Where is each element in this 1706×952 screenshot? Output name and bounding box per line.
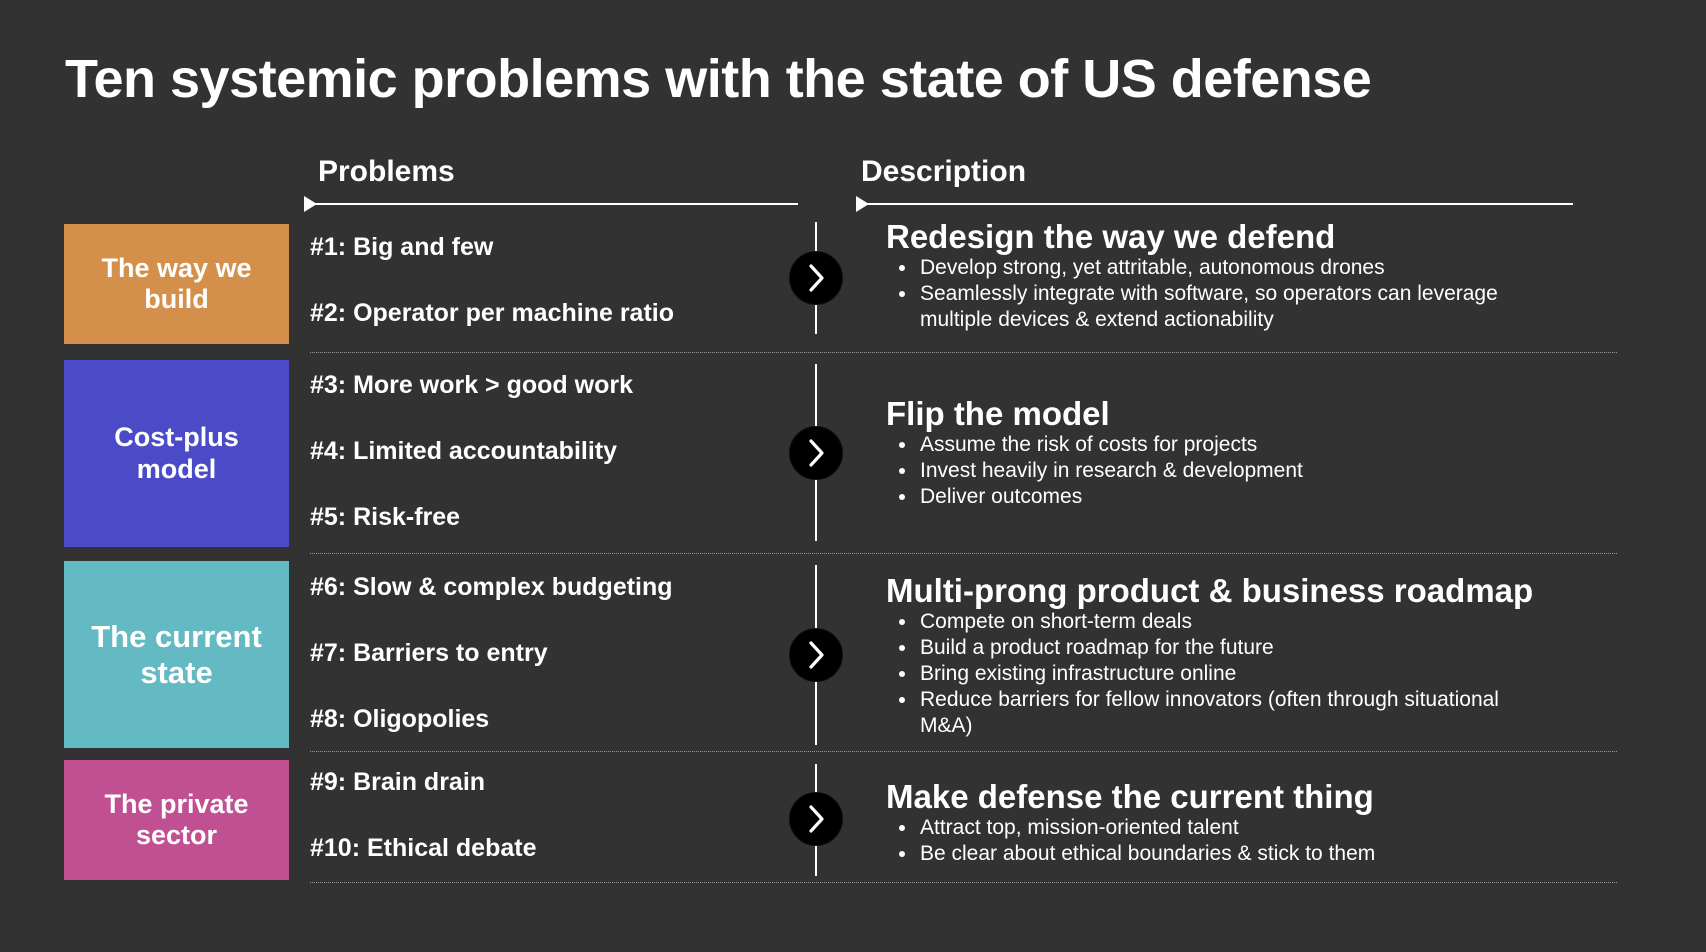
bullet-item: Be clear about ethical boundaries & stic… (918, 841, 1538, 867)
bullet-item: Compete on short-term deals (918, 609, 1518, 635)
problem-10: #10: Ethical debate (310, 834, 537, 862)
bullet-item: Develop strong, yet attritable, autonomo… (918, 255, 1518, 281)
description-column-header: Description (861, 155, 1027, 188)
group-divider (310, 882, 1617, 883)
problem-9: #9: Brain drain (310, 768, 486, 796)
chevron-right-icon (809, 264, 824, 292)
bullet-item: Bring existing infrastructure online (918, 661, 1518, 687)
category-cost-plus-model: Cost-plus model (64, 360, 289, 547)
group-divider (310, 751, 1617, 752)
problem-1: #1: Big and few (310, 233, 494, 261)
category-current-state: The current state (64, 561, 289, 748)
description-column-rule (856, 196, 1573, 212)
problem-6: #6: Slow & complex budgeting (310, 573, 673, 601)
bullet-item: Deliver outcomes (918, 484, 1518, 510)
desc-title-redesign: Redesign the way we defend (886, 218, 1336, 255)
problem-5: #5: Risk-free (310, 503, 461, 531)
group-3-arrow-button[interactable] (789, 628, 843, 682)
desc-title-roadmap: Multi-prong product & business roadmap (886, 572, 1534, 609)
chevron-right-icon (809, 439, 824, 467)
category-private-sector: The private sector (64, 760, 289, 880)
desc-bullets-group-3: Compete on short-term deals Build a prod… (898, 609, 1518, 739)
problems-column-header: Problems (318, 155, 455, 188)
group-divider (310, 352, 1617, 353)
group-1-arrow-button[interactable] (789, 251, 843, 305)
chevron-right-icon (809, 805, 824, 833)
desc-bullets-group-4: Attract top, mission-oriented talent Be … (898, 815, 1538, 867)
problems-column-rule (304, 196, 798, 212)
problem-4: #4: Limited accountability (310, 437, 618, 465)
problem-8: #8: Oligopolies (310, 705, 490, 733)
group-divider (310, 553, 1617, 554)
desc-title-make-defense: Make defense the current thing (886, 778, 1374, 815)
bullet-item: Seamlessly integrate with software, so o… (918, 281, 1518, 333)
desc-bullets-group-1: Develop strong, yet attritable, autonomo… (898, 255, 1518, 333)
bullet-item: Build a product roadmap for the future (918, 635, 1518, 661)
problem-2: #2: Operator per machine ratio (310, 299, 675, 327)
bullet-item: Attract top, mission-oriented talent (918, 815, 1538, 841)
page-title: Ten systemic problems with the state of … (65, 49, 1372, 109)
bullet-item: Reduce barriers for fellow innovators (o… (918, 687, 1518, 739)
problem-3: #3: More work > good work (310, 371, 633, 399)
category-way-we-build: The way we build (64, 224, 289, 344)
group-4-arrow-button[interactable] (789, 792, 843, 846)
group-2-arrow-button[interactable] (789, 426, 843, 480)
chevron-right-icon (809, 641, 824, 669)
problem-7: #7: Barriers to entry (310, 639, 548, 667)
desc-title-flip-model: Flip the model (886, 395, 1110, 432)
bullet-item: Assume the risk of costs for projects (918, 432, 1518, 458)
bullet-item: Invest heavily in research & development (918, 458, 1518, 484)
desc-bullets-group-2: Assume the risk of costs for projects In… (898, 432, 1518, 510)
